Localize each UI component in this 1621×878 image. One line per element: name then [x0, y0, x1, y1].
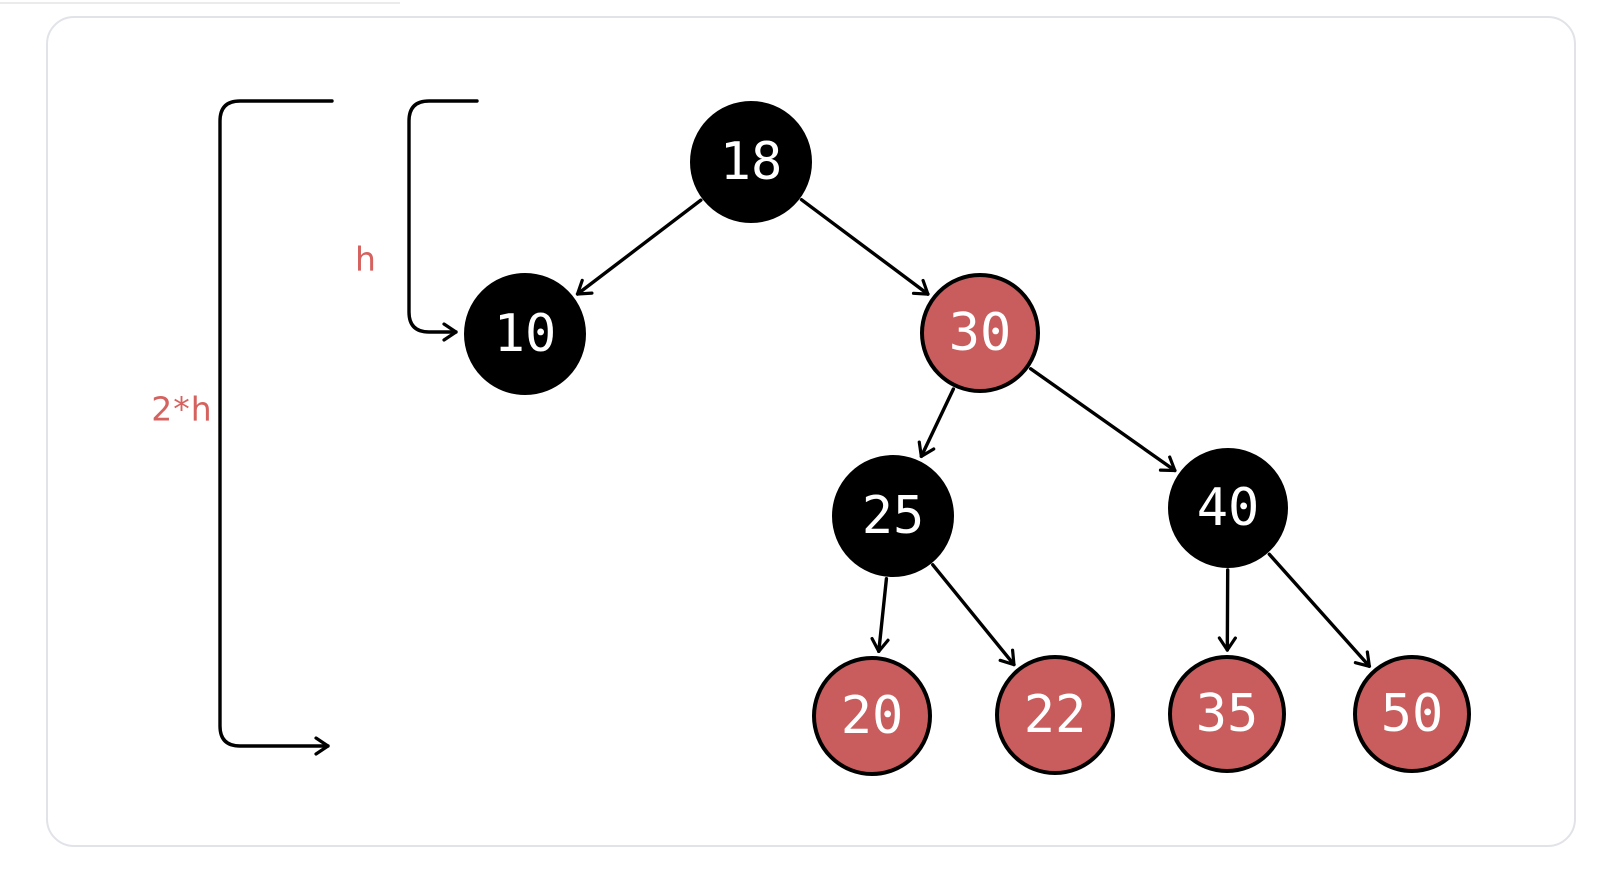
edge-30-25 [917, 387, 956, 459]
edge-30-40 [1028, 367, 1177, 473]
edge-25-20 [870, 576, 890, 654]
tree-node-10: 10 [464, 273, 586, 395]
tree-node-40: 40 [1168, 448, 1288, 568]
2h-bracket [218, 99, 334, 756]
edge-40-50 [1267, 552, 1372, 668]
tree-node-20: 20 [812, 656, 932, 776]
tree-node-25: 25 [832, 455, 954, 577]
tree-node-35: 35 [1168, 655, 1286, 773]
edge-18-10 [575, 198, 703, 296]
edge-18-30 [799, 197, 930, 296]
tree-node-22: 22 [995, 655, 1115, 775]
partial-top-border [0, 2, 400, 4]
tree-node-18: 18 [690, 101, 812, 223]
tree-node-30: 30 [920, 273, 1040, 393]
edge-25-22 [931, 563, 1016, 667]
height-label-2h: 2*h [151, 389, 213, 429]
h-bracket [407, 99, 479, 342]
height-label-h: h [355, 239, 377, 279]
tree-node-50: 50 [1353, 655, 1471, 773]
